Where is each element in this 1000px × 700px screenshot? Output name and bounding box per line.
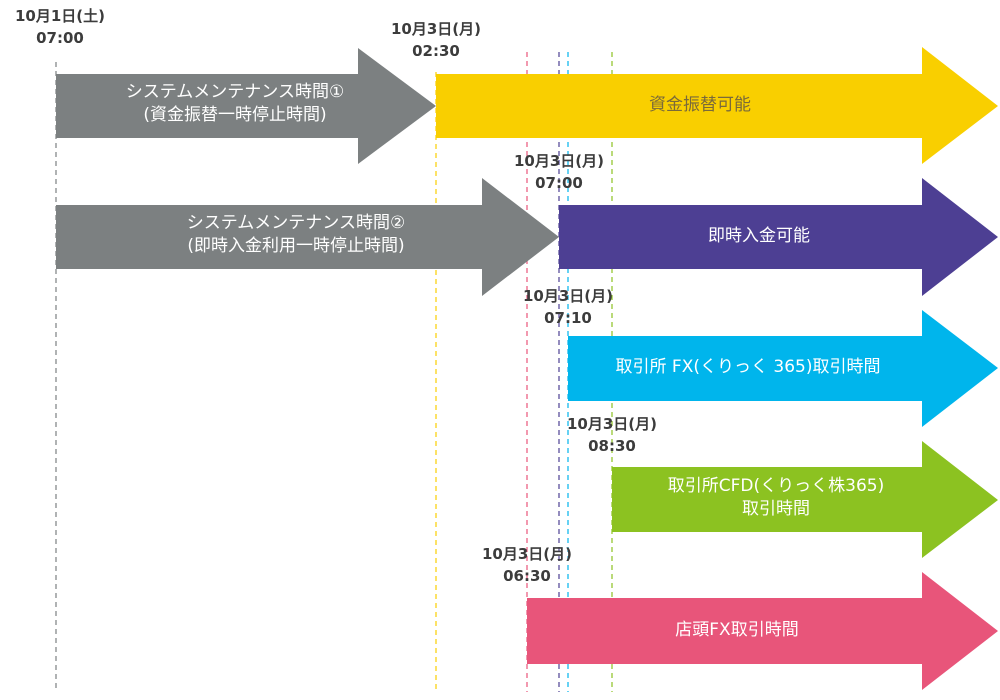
time-label-oct3-0710: 10月3日(月) 07:10 <box>498 285 638 329</box>
arrow-maintenance-1 <box>56 48 436 164</box>
time-label-time: 07:00 <box>535 174 583 192</box>
bar-label-fund-transfer: 資金振替可能 <box>436 94 964 117</box>
bar-label-line: システムメンテナンス時間① <box>125 82 345 102</box>
time-label-time: 08:30 <box>588 437 636 455</box>
arrow-instant-deposit <box>559 178 998 296</box>
arrow-otc-fx <box>527 572 998 690</box>
bar-label-line: 即時入金可能 <box>708 226 810 246</box>
time-label-time: 07:00 <box>36 29 84 47</box>
time-label-date: 10月3日(月) <box>481 545 573 563</box>
bar-label-line: システムメンテナンス時間② <box>186 213 406 233</box>
time-label-time: 06:30 <box>503 567 551 585</box>
bar-label-line: 資金振替可能 <box>649 95 751 115</box>
bar-label-line: 取引所CFD(くりっく株365) <box>667 476 885 496</box>
time-label-date: 10月1日(土) <box>14 7 106 25</box>
time-label-oct3-0830: 10月3日(月) 08:30 <box>542 413 682 457</box>
bar-label-line: (即時入金利用一時停止時間) <box>187 236 405 256</box>
time-label-oct3-0700: 10月3日(月) 07:00 <box>489 150 629 194</box>
time-label-time: 07:10 <box>544 309 592 327</box>
bar-label-line: 取引時間 <box>742 499 810 519</box>
bar-label-maintenance-1: システムメンテナンス時間① (資金振替一時停止時間) <box>56 81 414 127</box>
arrow-maintenance-2 <box>56 178 559 296</box>
arrow-exchange-cfd <box>612 441 998 558</box>
arrow-fund-transfer <box>436 47 998 164</box>
bar-label-line: 店頭FX取引時間 <box>675 620 799 640</box>
time-label-oct1-0700: 10月1日(土) 07:00 <box>0 5 125 49</box>
arrow-exchange-fx <box>568 310 998 427</box>
bar-label-line: 取引所 FX(くりっく 365)取引時間 <box>615 357 881 377</box>
bar-label-maintenance-2: システムメンテナンス時間② (即時入金利用一時停止時間) <box>56 212 536 258</box>
bar-label-exchange-fx: 取引所 FX(くりっく 365)取引時間 <box>568 356 928 379</box>
bar-label-otc-fx: 店頭FX取引時間 <box>527 619 947 642</box>
time-label-time: 02:30 <box>412 42 460 60</box>
time-label-date: 10月3日(月) <box>390 20 482 38</box>
time-label-date: 10月3日(月) <box>566 415 658 433</box>
time-label-oct3-0230: 10月3日(月) 02:30 <box>366 18 506 62</box>
time-label-oct3-0630: 10月3日(月) 06:30 <box>457 543 597 587</box>
time-label-date: 10月3日(月) <box>513 152 605 170</box>
time-label-date: 10月3日(月) <box>522 287 614 305</box>
bar-label-line: (資金振替一時停止時間) <box>143 105 327 125</box>
bar-label-instant-deposit: 即時入金可能 <box>559 225 959 248</box>
bar-label-exchange-cfd: 取引所CFD(くりっく株365) 取引時間 <box>612 475 940 521</box>
